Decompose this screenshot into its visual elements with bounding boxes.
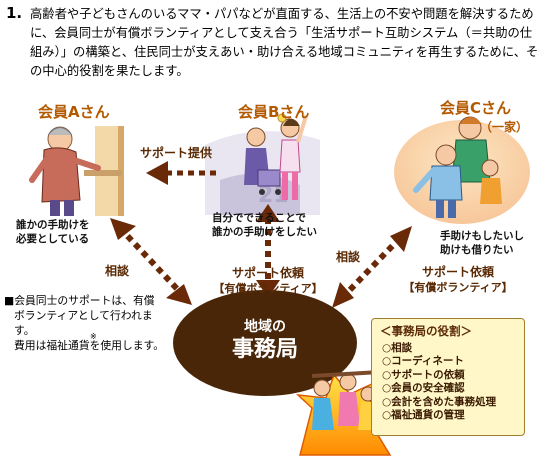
hub-line1: 地域の <box>244 319 286 335</box>
member-c-name: 会員Cさん <box>440 99 512 117</box>
roles-title: ＜事務局の役割＞ <box>380 324 472 338</box>
consult-left-label: 相談 <box>105 264 130 278</box>
disclaimer-line3: す。 <box>14 324 35 337</box>
request-center-label: サポート依頼 【有償ボランティア】 <box>198 265 338 297</box>
hub-label: 地域の 事務局 <box>200 318 330 364</box>
disclaimer-line4: 費用は福祉通貨を使用します。 <box>14 339 165 352</box>
role-item: ○相談 <box>382 342 413 354</box>
disclaimer: ■会員同士のサポートは、有償 ボランティアとして行われま す。 ※ 費用は福祉通… <box>4 293 172 353</box>
member-c-illustration <box>394 116 530 224</box>
member-b-note-line2: 誰かの手助けをしたい <box>212 226 317 238</box>
intro-paragraph: 高齢者や子どもさんのいるママ・パパなどが直面する、生活上の不安や問題を解決するた… <box>30 7 539 78</box>
member-b-note-line1: 自分でできることで <box>212 212 306 224</box>
request-right-label: サポート依頼 【有償ボランティア】 <box>388 264 528 296</box>
member-a-note-line2: 必要としている <box>16 233 90 245</box>
role-item: ○会員の安全確認 <box>382 382 465 395</box>
hub-line2: 事務局 <box>231 337 298 362</box>
role-item: ○コーディネート <box>382 355 464 368</box>
roles-box: ＜事務局の役割＞ ○相談 ○コーディネート ○サポートの依頼 ○会員の安全確認 … <box>371 318 525 436</box>
request-right-title: サポート依頼 <box>421 265 494 279</box>
arrow-request-center <box>256 204 280 298</box>
section-number: 1. <box>6 4 23 22</box>
member-b-name: 会員Bさん <box>238 103 310 121</box>
member-c-sub: （一家） <box>480 120 529 134</box>
request-right-tag: 【有償ボランティア】 <box>403 281 513 294</box>
member-c-note-line2: 助けも借りたい <box>440 244 514 256</box>
member-a-note: 誰かの手助けを 必要としている <box>16 218 90 246</box>
support-provide-label: サポート提供 <box>140 146 213 160</box>
role-item: ○会計を含めた事務処理 <box>382 395 497 408</box>
request-center-tag: 【有償ボランティア】 <box>213 282 323 295</box>
request-center-title: サポート依頼 <box>231 266 304 280</box>
member-b-illustration: 21 <box>205 113 320 215</box>
member-c-note-line1: 手助けもしたいし <box>440 230 524 242</box>
consult-right-label: 相談 <box>336 250 361 264</box>
role-item: ○サポートの依頼 <box>382 368 465 381</box>
arrow-support-provide <box>146 161 216 185</box>
roles-list: ○相談 ○コーディネート ○サポートの依頼 ○会員の安全確認 ○会計を含めた事務… <box>372 342 524 422</box>
disclaimer-line1: ■会員同士のサポートは、有償 <box>4 294 155 307</box>
role-item: ○福祉通貨の管理 <box>382 409 465 422</box>
member-a-illustration <box>29 126 124 216</box>
member-a-name: 会員Aさん <box>38 103 110 121</box>
disclaimer-asterisk: ※ <box>90 332 97 341</box>
arrow-consult-right <box>332 226 412 308</box>
member-b-note: 自分でできることで 誰かの手助けをしたい <box>212 211 317 239</box>
member-c-note: 手助けもしたいし 助けも借りたい <box>440 229 524 257</box>
hub-ellipse <box>173 290 357 396</box>
arrow-consult-left <box>110 218 192 305</box>
member-a-note-line1: 誰かの手助けを <box>16 219 90 231</box>
disclaimer-line2: ボランティアとして行われま <box>14 309 153 322</box>
